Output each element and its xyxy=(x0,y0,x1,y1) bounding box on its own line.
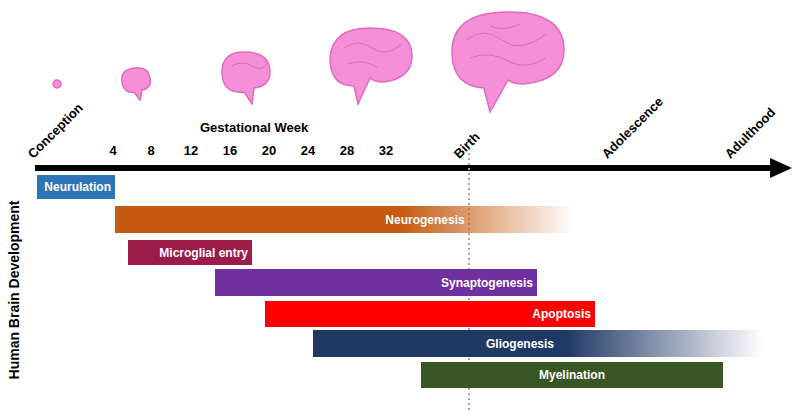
time-axis xyxy=(35,165,772,171)
phase-bar: Gliogenesis xyxy=(313,330,763,357)
phase-label: Gliogenesis xyxy=(486,337,554,351)
milestone-label: Birth xyxy=(451,129,484,162)
week-tick: 8 xyxy=(147,143,154,158)
week-tick: 12 xyxy=(184,143,198,158)
milestone-label: Adulthood xyxy=(722,105,779,162)
phase-label: Apoptosis xyxy=(532,307,591,321)
phase-bar: Myelination xyxy=(421,362,723,388)
phase-label: Microglial entry xyxy=(159,246,248,260)
phase-bar: Neurulation xyxy=(37,175,115,199)
week-tick: 32 xyxy=(379,143,393,158)
phase-bar: Neurogenesis xyxy=(115,206,575,233)
brain-folds xyxy=(232,24,546,69)
week-tick: 4 xyxy=(109,143,116,158)
week-tick: 24 xyxy=(301,143,315,158)
phase-bar: Synaptogenesis xyxy=(215,269,537,296)
phase-label: Neurogenesis xyxy=(385,213,464,227)
phase-bar: Microglial entry xyxy=(128,240,252,265)
milestone-label: Conception xyxy=(25,100,87,162)
week-tick: 16 xyxy=(223,143,237,158)
brain-illustrations xyxy=(53,12,564,112)
phase-label: Neurulation xyxy=(44,180,111,194)
milestone-label: Adolescence xyxy=(599,94,667,162)
phase-label: Synaptogenesis xyxy=(441,276,533,290)
axis-arrowhead xyxy=(770,158,792,178)
week-tick: 20 xyxy=(262,143,276,158)
week-tick: 28 xyxy=(340,143,354,158)
phase-label: Myelination xyxy=(539,368,605,382)
phase-bar: Apoptosis xyxy=(265,301,595,327)
axis-title: Gestational Week xyxy=(200,120,308,135)
side-title: Human Brain Development xyxy=(5,201,23,380)
